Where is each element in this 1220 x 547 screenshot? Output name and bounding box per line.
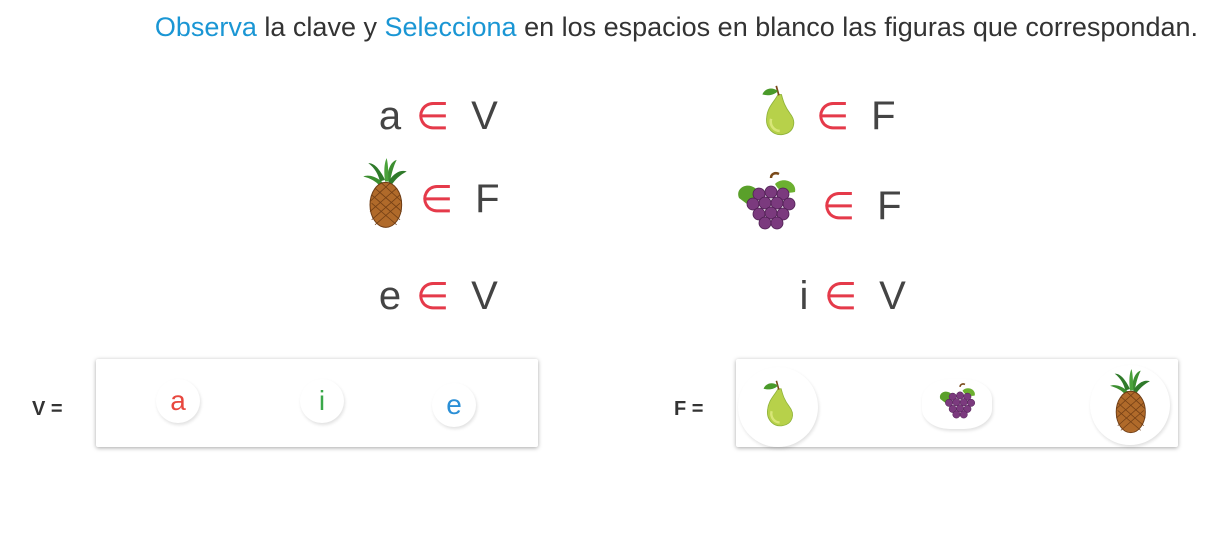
clue-element: e xyxy=(378,273,402,318)
clue-element: i xyxy=(799,273,809,318)
clue-a-in-v: a ∈ V xyxy=(378,86,498,146)
instruction-select: Selecciona xyxy=(384,12,517,42)
f-chip-pineapple[interactable] xyxy=(1090,365,1170,445)
set-v-label: V = xyxy=(32,398,63,420)
element-of-symbol: ∈ xyxy=(824,275,858,318)
element-of-symbol: ∈ xyxy=(420,178,454,221)
pineapple-icon xyxy=(1107,366,1153,445)
clue-pear-in-f: ∈ F xyxy=(752,84,896,146)
set-f-label: F = xyxy=(674,398,704,420)
clue-pineapple-in-f: ∈ F xyxy=(360,156,500,242)
pineapple-icon xyxy=(360,151,410,247)
v-chip-a[interactable]: a xyxy=(156,379,200,423)
clue-set: V xyxy=(471,93,498,138)
clue-set: F xyxy=(871,93,896,138)
instruction-part-4: en los espacios en blanco las figuras qu… xyxy=(516,12,1198,42)
element-of-symbol: ∈ xyxy=(416,275,450,318)
grapes-icon xyxy=(934,382,980,427)
element-of-symbol: ∈ xyxy=(416,95,450,138)
clue-e-in-v: e ∈ V xyxy=(378,266,498,326)
instruction-observe: Observa xyxy=(154,12,257,42)
clue-grapes-in-f: ∈ F xyxy=(728,171,902,236)
v-chip-i[interactable]: i xyxy=(300,379,344,423)
clue-set: F xyxy=(877,183,902,228)
v-chip-label: e xyxy=(446,389,462,420)
element-of-symbol: ∈ xyxy=(822,185,856,228)
element-of-symbol: ∈ xyxy=(816,95,850,138)
clue-set: F xyxy=(475,176,500,221)
instruction-text: Observa la clave y Selecciona en los esp… xyxy=(0,12,1220,43)
set-f-answer-box[interactable] xyxy=(736,359,1178,447)
v-chip-label: a xyxy=(170,385,186,416)
instruction-part-2: la clave y xyxy=(256,12,385,42)
clue-element: a xyxy=(378,93,402,138)
pear-icon xyxy=(752,80,804,152)
clue-set: V xyxy=(879,273,906,318)
grapes-icon xyxy=(728,170,804,242)
v-chip-label: i xyxy=(318,385,326,416)
pear-icon xyxy=(754,375,802,440)
clue-i-in-v: i ∈ V xyxy=(792,266,906,326)
clue-set: V xyxy=(471,273,498,318)
v-chip-e[interactable]: e xyxy=(432,383,476,427)
f-chip-pear[interactable] xyxy=(738,367,818,447)
f-chip-grapes[interactable] xyxy=(922,379,992,429)
set-v-answer-box[interactable]: a i e xyxy=(96,359,538,447)
